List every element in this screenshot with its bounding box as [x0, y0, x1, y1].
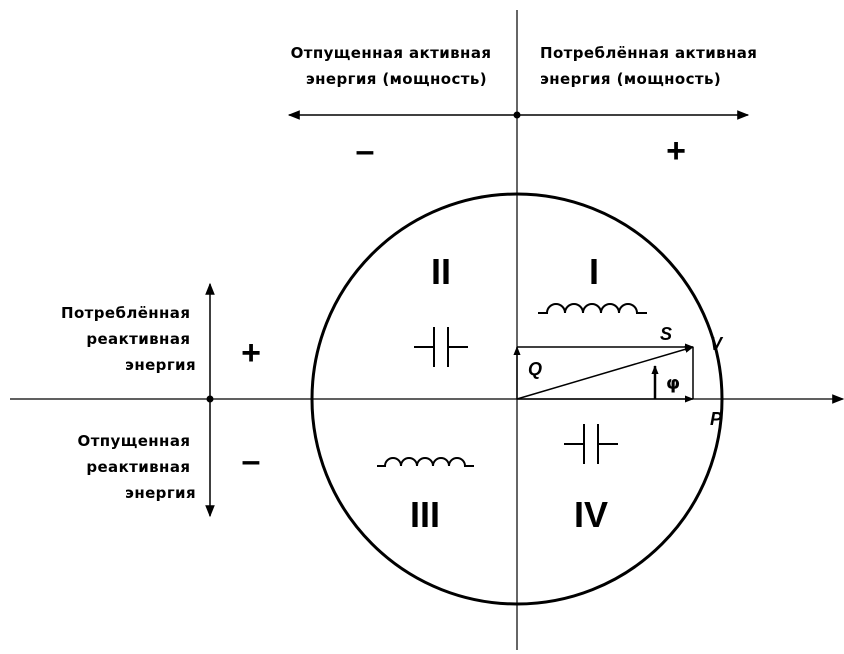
s-vector [516, 345, 694, 400]
q-label: Q [528, 359, 542, 379]
active-minus-sign: – [356, 132, 375, 170]
released-reactive-energy-label: Отпущенная реактивная энергия [78, 432, 196, 502]
v-label: V [710, 334, 724, 354]
quadrant-2-label: II [431, 251, 451, 292]
active-plus-sign: + [666, 132, 686, 170]
quadrant-1-label: I [589, 251, 599, 292]
quadrant-3-label: III [410, 494, 440, 535]
consumed-reactive-energy-label: Потреблённая реактивная энергия [61, 304, 196, 374]
reactive-plus-sign: + [241, 334, 261, 372]
reactive-axis-dot [206, 395, 214, 403]
p-label: P [710, 409, 723, 429]
capacitor-icon [564, 424, 618, 464]
active-axis-dot [513, 111, 521, 119]
phi-label: φ [666, 373, 680, 394]
power-circle [310, 192, 724, 606]
inductor-icon [377, 457, 474, 467]
s-label: S [660, 324, 672, 344]
capacitor-icon [414, 327, 468, 367]
reactive-minus-sign: – [242, 442, 261, 480]
inductor-icon [538, 303, 647, 314]
quadrant-4-label: IV [574, 494, 608, 535]
consumed-active-energy-label: Потреблённая активная энергия (мощность) [540, 44, 763, 88]
released-active-energy-label: Отпущенная активная энергия (мощность) [291, 44, 497, 88]
